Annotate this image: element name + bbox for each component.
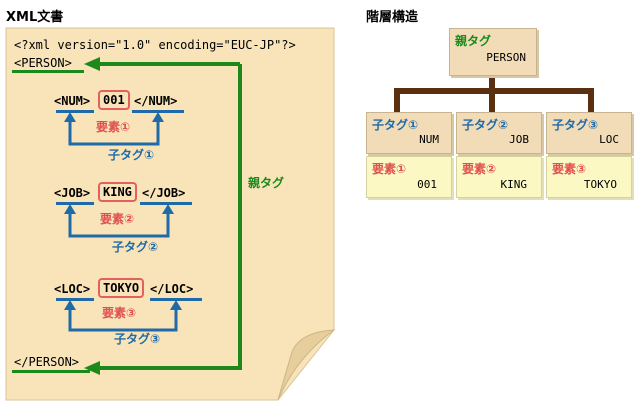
num-value: 001 [98, 90, 130, 110]
xml-declaration: <?xml version="1.0" encoding="EUC-JP"?> [14, 38, 296, 52]
job-open-tag: <JOB> [54, 186, 91, 200]
root-open-tag: <PERSON> [14, 56, 72, 70]
loc-value: TOKYO [98, 278, 145, 298]
child-tag-1-arrow [56, 110, 184, 146]
element-node-1: 要素① 001 [366, 156, 452, 198]
loc-close-tag: </LOC> [150, 282, 194, 296]
num-open-tag: <NUM> [54, 94, 91, 108]
child-node-3: 子タグ③ LOC [546, 112, 632, 154]
child-node-1-label: 子タグ① [372, 118, 419, 132]
hierarchy-heading: 階層構造 [366, 10, 419, 25]
child-tag-2-label: 子タグ② [112, 240, 159, 254]
element-node-1-label: 要素① [372, 162, 407, 176]
child-node-1: 子タグ① NUM [366, 112, 452, 154]
child-tag-2-arrow [56, 202, 192, 238]
child-node-1-value: NUM [419, 133, 439, 146]
element-node-1-value: 001 [417, 178, 437, 191]
element-node-2-value: KING [500, 178, 528, 191]
child-node-3-label: 子タグ③ [552, 118, 599, 132]
job-value: KING [98, 182, 137, 202]
element-3-label: 要素③ [102, 306, 137, 320]
parent-node-value: PERSON [486, 51, 526, 64]
tree-connectors [394, 76, 594, 114]
parent-node-label: 親タグ [455, 34, 492, 48]
child-node-2-value: JOB [509, 133, 529, 146]
job-close-tag: </JOB> [142, 186, 186, 200]
num-close-tag: </NUM> [134, 94, 178, 108]
child-tag-3-arrow [56, 298, 202, 332]
xml-document-heading: XML文書 [6, 10, 64, 25]
element-node-2: 要素② KING [456, 156, 542, 198]
element-node-3-value: TOKYO [583, 178, 617, 191]
root-open-underline [12, 70, 84, 73]
element-1-label: 要素① [96, 120, 131, 134]
child-tag-3-label: 子タグ③ [114, 332, 161, 346]
element-2-label: 要素② [100, 212, 135, 226]
child-node-3-value: LOC [599, 133, 619, 146]
element-node-2-label: 要素② [462, 162, 497, 176]
loc-open-tag: <LOC> [54, 282, 91, 296]
parent-node: 親タグ PERSON [449, 28, 537, 76]
element-node-3-label: 要素③ [552, 162, 587, 176]
parent-tag-label: 親タグ [248, 176, 285, 190]
parent-tag-arrow [84, 57, 242, 375]
element-node-3: 要素③ TOKYO [546, 156, 632, 198]
child-node-2: 子タグ② JOB [456, 112, 542, 154]
root-close-underline [12, 370, 90, 373]
child-tag-1-label: 子タグ① [108, 148, 155, 162]
child-node-2-label: 子タグ② [462, 118, 509, 132]
root-close-tag: </PERSON> [14, 355, 80, 369]
